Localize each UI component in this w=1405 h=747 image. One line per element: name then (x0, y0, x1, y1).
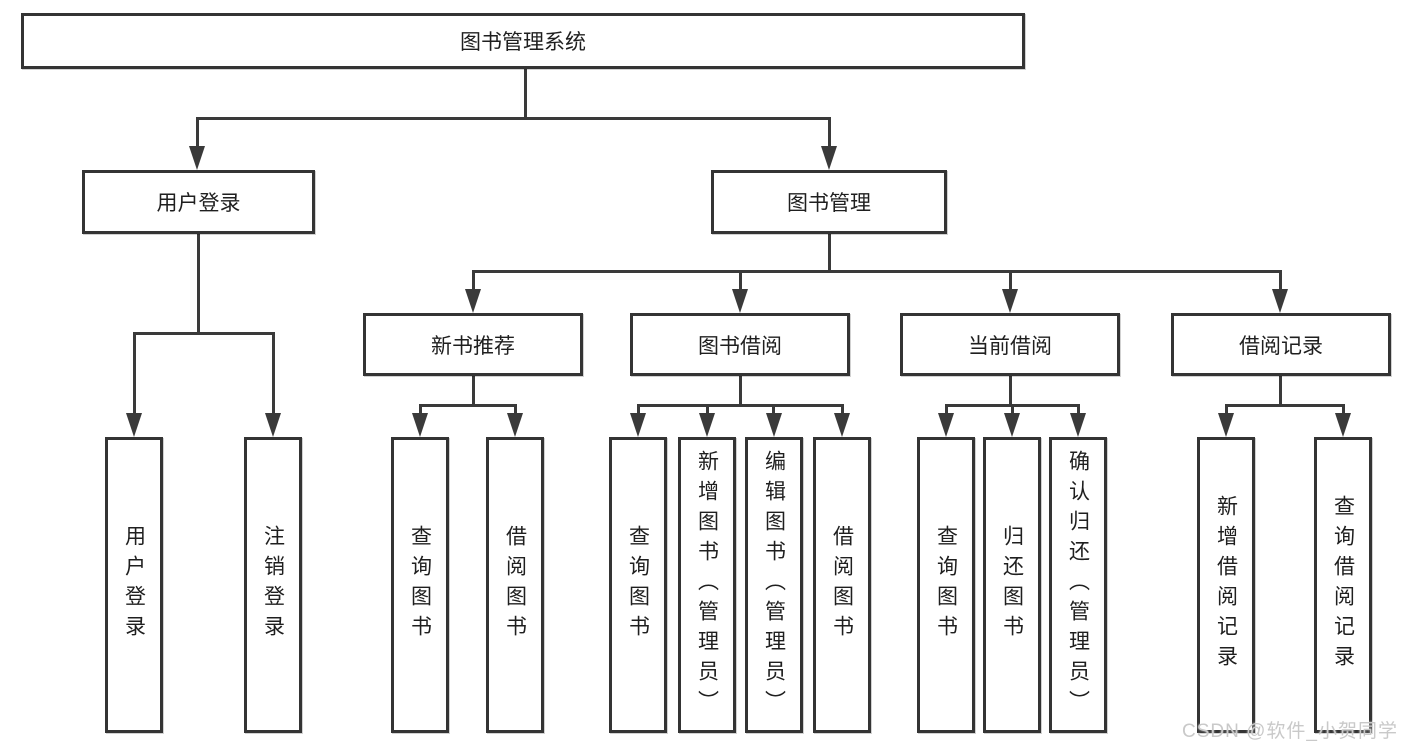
connector-line (472, 270, 1282, 273)
arrow-down-icon (465, 289, 481, 313)
node-book-borrow: 图书借阅 (630, 313, 850, 376)
leaf-add-borrow-record: 新增借阅记录 (1197, 437, 1255, 733)
connector-line (841, 404, 844, 415)
connector-line (1279, 376, 1282, 407)
arrow-down-icon (630, 413, 646, 437)
arrow-down-icon (1002, 289, 1018, 313)
leaf-label: 归还图书 (1000, 525, 1024, 645)
connector-line (706, 404, 709, 415)
leaf-label: 借阅图书 (503, 525, 527, 645)
connector-line (828, 117, 831, 148)
connector-line (419, 404, 517, 407)
leaf-label: 查询图书 (408, 525, 432, 645)
connector-line (1342, 404, 1345, 415)
arrow-down-icon (126, 413, 142, 437)
arrow-down-icon (507, 413, 523, 437)
node-user-login: 用户登录 (82, 170, 315, 234)
arrow-down-icon (1272, 289, 1288, 313)
connector-line (272, 332, 275, 415)
connector-line (945, 404, 948, 415)
connector-line (637, 404, 640, 415)
connector-line (133, 332, 275, 335)
arrow-down-icon (1335, 413, 1351, 437)
arrow-down-icon (766, 413, 782, 437)
leaf-label: 查询图书 (934, 525, 958, 645)
leaf-confirm-return-admin: 确认归还（管理员） (1049, 437, 1107, 733)
connector-line (1009, 376, 1012, 407)
arrow-down-icon (834, 413, 850, 437)
node-current-borrow: 当前借阅 (900, 313, 1120, 376)
connector-line (828, 234, 831, 273)
node-book-management: 图书管理 (711, 170, 947, 234)
leaf-label: 查询借阅记录 (1331, 495, 1355, 675)
node-root: 图书管理系统 (21, 13, 1025, 69)
connector-line (514, 404, 517, 415)
leaf-query-books-recommend: 查询图书 (391, 437, 449, 733)
connector-line (419, 404, 422, 415)
leaf-label: 查询图书 (626, 525, 650, 645)
leaf-user-login: 用户登录 (105, 437, 163, 733)
arrow-down-icon (699, 413, 715, 437)
leaf-label: 用户登录 (122, 525, 146, 645)
leaf-query-borrow-record: 查询借阅记录 (1314, 437, 1372, 733)
leaf-query-books-current: 查询图书 (917, 437, 975, 733)
leaf-query-books-borrow: 查询图书 (609, 437, 667, 733)
node-new-book-recommend: 新书推荐 (363, 313, 583, 376)
connector-line (1279, 270, 1282, 291)
arrow-down-icon (821, 146, 837, 170)
node-borrow-records: 借阅记录 (1171, 313, 1391, 376)
arrow-down-icon (1070, 413, 1086, 437)
arrow-down-icon (1218, 413, 1234, 437)
connector-line (637, 404, 844, 407)
connector-line (133, 332, 136, 415)
connector-line (1077, 404, 1080, 415)
connector-line (472, 270, 475, 291)
connector-line (472, 376, 475, 407)
connector-line (739, 270, 742, 291)
arrow-down-icon (189, 146, 205, 170)
connector-line (1009, 270, 1012, 291)
leaf-label: 借阅图书 (830, 525, 854, 645)
arrow-down-icon (1004, 413, 1020, 437)
connector-line (1225, 404, 1345, 407)
connector-line (524, 68, 527, 120)
leaf-label: 新增借阅记录 (1214, 495, 1238, 675)
arrow-down-icon (732, 289, 748, 313)
leaf-label: 新增图书（管理员） (695, 450, 719, 720)
leaf-label: 确认归还（管理员） (1066, 450, 1090, 720)
leaf-borrow-books-recommend: 借阅图书 (486, 437, 544, 733)
arrow-down-icon (412, 413, 428, 437)
connector-line (772, 404, 775, 415)
connector-line (739, 376, 742, 407)
leaf-add-book-admin: 新增图书（管理员） (678, 437, 736, 733)
connector-line (196, 117, 831, 120)
leaf-borrow-books: 借阅图书 (813, 437, 871, 733)
arrow-down-icon (265, 413, 281, 437)
connector-line (1011, 404, 1014, 415)
leaf-label: 注销登录 (261, 525, 285, 645)
leaf-edit-book-admin: 编辑图书（管理员） (745, 437, 803, 733)
leaf-return-book: 归还图书 (983, 437, 1041, 733)
arrow-down-icon (938, 413, 954, 437)
connector-line (1225, 404, 1228, 415)
connector-line (196, 117, 199, 148)
connector-line (197, 234, 200, 335)
leaf-label: 编辑图书（管理员） (762, 450, 786, 720)
leaf-logout: 注销登录 (244, 437, 302, 733)
csdn-watermark: CSDN @软件_小贺同学 (1182, 721, 1398, 742)
